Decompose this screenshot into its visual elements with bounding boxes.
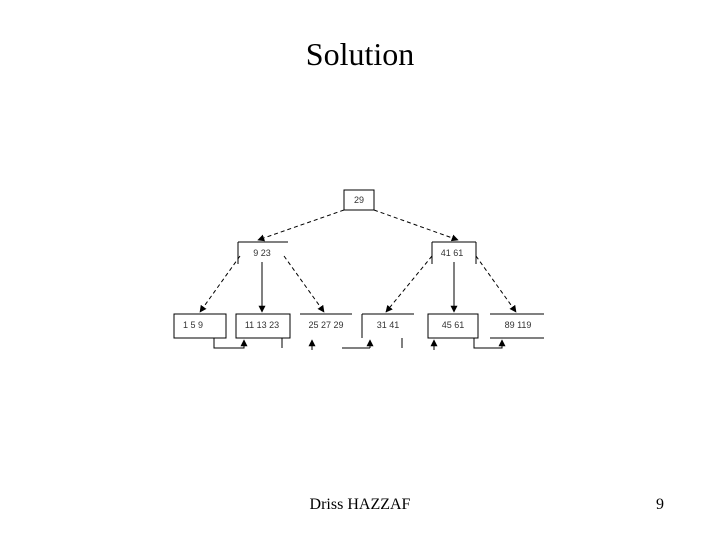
internal-node-right: 41 61 [431,241,477,264]
edge-left-leaf3 [283,255,325,313]
edge-right-leaf4 [385,255,433,313]
internal-node-right-label: 41 61 [441,248,464,258]
leaf-node-5-label: 45 61 [442,320,465,330]
leaf-node-2: 11 13 23 [235,313,291,339]
slide-title: Solution [305,36,415,72]
leaf-link-1-2 [213,338,248,349]
page-number: 9 [656,496,664,513]
leaf-node-2-label: 11 13 23 [245,320,279,330]
leaf-node-6: 89 119 [490,313,544,339]
edge-right-leaf6 [475,255,517,313]
leaf-node-4-label: 31 41 [377,320,400,330]
internal-node-left: 9 23 [237,241,288,264]
leaf-node-3: 25 27 29 [300,313,352,330]
edge-root-left [257,209,345,242]
root-node-label: 29 [354,195,364,205]
footer-author: Driss HAZZAF [309,496,411,513]
root-node: 29 [343,189,375,211]
leaf-node-1: 1 5 9 [173,313,227,339]
leaf-node-6-label: 89 119 [505,320,532,330]
leaf-node-3-label: 25 27 29 [308,320,343,330]
leaf-node-4: 31 41 [361,313,414,338]
leaf-node-1-label: 1 5 9 [183,320,203,330]
leaf-node-5: 45 61 [427,313,479,339]
edge-root-right [373,209,459,242]
leaf-link-5-6 [473,338,506,349]
edge-left-leaf1 [199,255,241,313]
internal-node-left-label: 9 23 [253,248,271,258]
